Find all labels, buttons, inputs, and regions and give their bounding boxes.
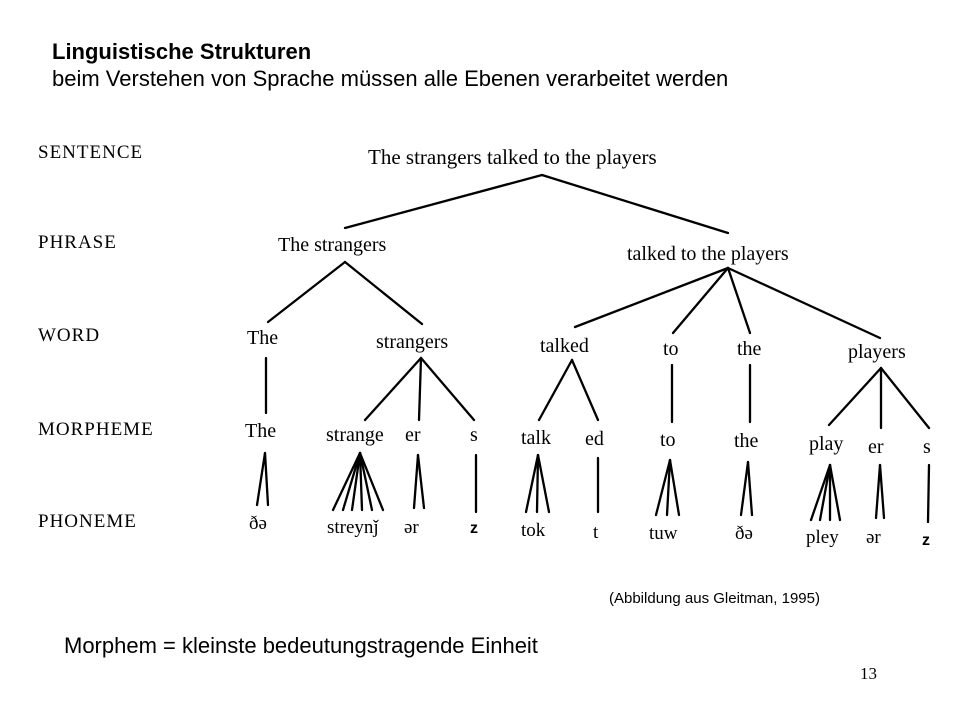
edge-talked-ed — [570, 358, 600, 422]
level-label-morpheme: MORPHEME — [38, 419, 154, 440]
edge-ph-er-1 — [412, 453, 420, 510]
edge-ph-talk-3 — [536, 453, 551, 514]
edge-ph-er2-2 — [878, 463, 886, 520]
edge-strangers-strange — [363, 356, 423, 422]
node-morpheme-play: play — [809, 433, 844, 455]
node-word-the-2: the — [737, 338, 762, 360]
node-phoneme-er: ər — [404, 517, 419, 538]
node-phrase-2: talked to the players — [627, 243, 789, 265]
node-word-talked: talked — [540, 335, 589, 357]
edge-ph-the-1 — [255, 451, 267, 507]
edge-ph-s2 — [926, 463, 931, 524]
level-label-word: WORD — [38, 325, 101, 346]
node-sentence: The strangers talked to the players — [368, 145, 657, 169]
morpheme-definition: Morphem = kleinste bedeutungstragende Ei… — [64, 633, 538, 658]
edge-phrase2-talked — [573, 266, 730, 329]
edge-ph-play-2 — [818, 463, 832, 522]
edge-sentence-phrase1 — [343, 173, 544, 230]
node-phrase-1: The strangers — [278, 234, 387, 256]
node-morpheme-strange: strange — [326, 424, 384, 446]
node-word-players: players — [848, 341, 906, 363]
slide-title-block: Linguistische Strukturen beim Verstehen … — [52, 38, 728, 92]
edge-ph-the2-2 — [746, 460, 754, 517]
node-morpheme-ed: ed — [585, 428, 604, 450]
node-morpheme-s-2: s — [923, 436, 931, 458]
node-morpheme-the: The — [245, 420, 277, 442]
edge-ph-er-2 — [416, 453, 426, 510]
edge-ph-to-3 — [668, 458, 681, 517]
node-morpheme-s: s — [470, 424, 478, 446]
edge-ph-the2-1 — [739, 460, 750, 517]
edge-ph-to-1 — [654, 458, 672, 517]
edge-phrase1-the — [266, 260, 347, 324]
slide-subtitle: beim Verstehen von Sprache müssen alle E… — [52, 66, 729, 91]
edge-ph-strange-4 — [358, 451, 364, 512]
node-word-strangers: strangers — [376, 331, 449, 353]
figure-citation: (Abbildung aus Gleitman, 1995) — [609, 590, 820, 607]
node-phoneme-s: z — [470, 520, 478, 537]
edge-players-play — [827, 366, 883, 427]
edge-ph-strange-3 — [350, 451, 362, 512]
node-phoneme-strange: streynǰ — [327, 517, 379, 538]
page-number: 13 — [860, 664, 877, 683]
node-phoneme-to: tuw — [649, 523, 678, 544]
node-morpheme-to: to — [660, 429, 676, 451]
edge-phrase2-the — [726, 266, 752, 335]
edge-ph-to-2 — [665, 458, 672, 517]
edge-phrase2-to — [671, 266, 730, 335]
node-phoneme-ed: t — [593, 522, 599, 543]
node-morpheme-er: er — [405, 424, 421, 446]
edge-ph-strange-5 — [358, 451, 374, 512]
node-morpheme-talk: talk — [521, 427, 551, 449]
slide-title: Linguistische Strukturen — [52, 39, 312, 64]
edge-ph-er2-1 — [874, 463, 882, 520]
edge-ph-strange-1 — [331, 451, 362, 512]
node-word-to: to — [663, 338, 679, 360]
node-phoneme-the-2: ðə — [735, 523, 753, 544]
level-label-sentence: SENTENCE — [38, 142, 144, 163]
edge-ph-play-4 — [828, 463, 842, 522]
node-phoneme-s-2: z — [922, 532, 930, 549]
edge-ph-talk-1 — [524, 453, 540, 514]
edge-phrase1-strangers — [343, 260, 424, 326]
node-morpheme-er-2: er — [868, 436, 884, 458]
node-phoneme-the: ðə — [249, 513, 267, 534]
edge-phrase2-players — [726, 266, 882, 340]
edge-players-s — [879, 366, 931, 430]
edge-ph-the-2 — [263, 451, 270, 507]
node-phoneme-play: pley — [806, 527, 839, 548]
node-word-the: The — [247, 327, 279, 349]
edge-ph-strange-6 — [358, 451, 385, 512]
edge-ph-play-1 — [809, 463, 832, 522]
node-morpheme-the-2: the — [734, 430, 759, 452]
node-phoneme-talk: tok — [521, 520, 546, 541]
node-phoneme-er-2: ər — [866, 527, 881, 548]
level-label-phoneme: PHONEME — [38, 511, 137, 532]
edge-sentence-phrase2 — [540, 173, 730, 235]
edge-strangers-er — [417, 356, 423, 422]
edge-ph-talk-2 — [535, 453, 540, 514]
edge-strangers-s — [419, 356, 476, 422]
edge-ph-strange-2 — [341, 451, 362, 512]
edge-talked-talk — [537, 358, 574, 422]
level-label-phrase: PHRASE — [38, 232, 117, 253]
